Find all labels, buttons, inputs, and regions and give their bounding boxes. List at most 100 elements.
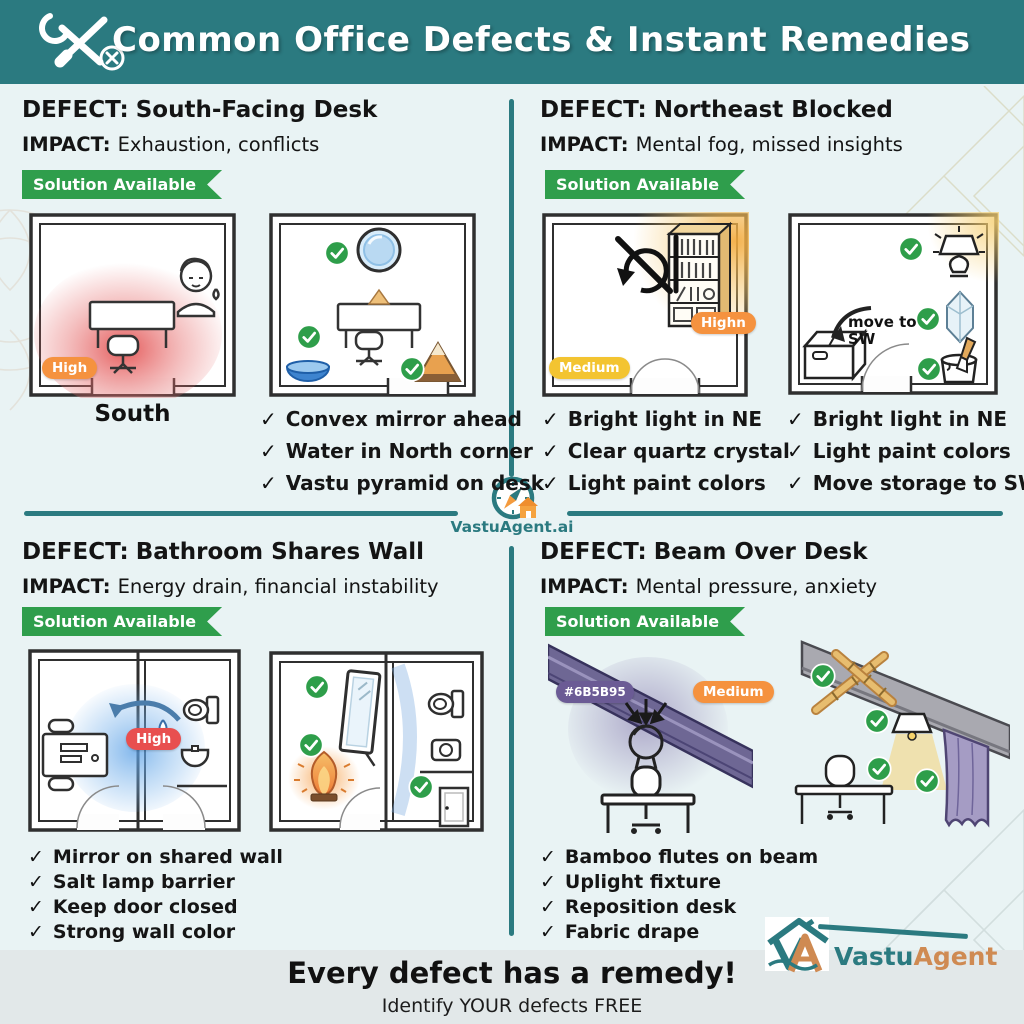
q3-remedy-list: ✓Mirror on shared wall ✓Salt lamp barrie… (28, 846, 283, 946)
q4-impact-line: IMPACT:Mental pressure, anxiety (540, 575, 878, 598)
remedy-item: ✓Clear quartz crystal (542, 439, 790, 463)
q1-defect-label: DEFECT: (22, 97, 129, 123)
desk-chair-icon (336, 302, 422, 366)
tools-icon (39, 13, 125, 71)
check-icon: ✓ (260, 407, 277, 431)
compass-logo-icon (491, 476, 538, 520)
remedy-item: ✓Convex mirror ahead (260, 407, 522, 431)
q1-impact-label: IMPACT: (22, 133, 111, 156)
quartz-crystal-icon (946, 290, 974, 344)
office-desk-topview-icon (41, 718, 109, 792)
check-icon: ✓ (540, 846, 556, 868)
q4-remedy-list: ✓Bamboo flutes on beam ✓Uplight fixture … (540, 846, 818, 946)
check-icon (304, 674, 330, 700)
check-icon (296, 324, 322, 350)
move-arrow (831, 306, 872, 339)
q2-defect-heading: DEFECT:Northeast Blocked (540, 97, 893, 123)
check-icon: ✓ (28, 846, 44, 868)
person-icon (176, 257, 220, 318)
closed-door-icon (438, 786, 470, 828)
standing-mirror-icon (338, 669, 382, 767)
remedy-item: ✓Move storage to SW (787, 471, 1024, 495)
q1-remedy-list: ✓Convex mirror ahead ✓Water in North cor… (260, 407, 544, 503)
remedy-item: ✓Reposition desk (540, 896, 737, 918)
storage-box-icon (802, 328, 868, 382)
check-icon: ✓ (28, 921, 44, 943)
check-icon: ✓ (787, 439, 804, 463)
brand-logo-roofline (817, 924, 969, 939)
q2-remedy-list-left: ✓Bright light in NE ✓Clear quartz crysta… (542, 407, 790, 503)
sink-icon (180, 745, 210, 768)
q2-remedy-list-right: ✓Bright light in NE ✓Light paint colors … (787, 407, 1024, 503)
check-icon: ✓ (28, 871, 44, 893)
check-icon (914, 768, 940, 794)
poster-title: Common Office Defects & Instant Remedies (112, 20, 971, 60)
vastu-pyramid-icon (414, 341, 462, 382)
q2-move-annotation: move to SW (848, 313, 917, 349)
q4-severity-badge: Medium (693, 681, 774, 703)
divider-horizontal-right (567, 511, 1003, 516)
q1-remedy-room-illustration (269, 213, 476, 397)
check-icon (898, 236, 924, 262)
toilet-icon (427, 689, 465, 719)
no-rotation-icon (615, 234, 679, 294)
q4-solution-ribbon: Solution Available (545, 607, 745, 636)
fabric-drape-icon (942, 728, 990, 828)
check-icon (810, 663, 836, 689)
q2-solution-ribbon: Solution Available (545, 170, 745, 199)
remedy-item: ✓Strong wall color (28, 921, 236, 943)
q3-impact-label: IMPACT: (22, 575, 111, 598)
check-icon: ✓ (787, 407, 804, 431)
q1-defect-heading: DEFECT:South-Facing Desk (22, 97, 378, 123)
brand-name-part1: Vastu (834, 942, 914, 971)
water-bowl-icon (285, 360, 331, 382)
check-icon: ✓ (260, 439, 277, 463)
divider-vertical-top (509, 99, 514, 477)
q2-defect-label: DEFECT: (540, 97, 647, 123)
q2-impact-label: IMPACT: (540, 133, 629, 156)
toilet-icon (182, 695, 220, 725)
q3-defect-heading: DEFECT:Bathroom Shares Wall (22, 539, 425, 565)
remedy-item: ✓Salt lamp barrier (28, 871, 235, 893)
q2-impact-line: IMPACT:Mental fog, missed insights (540, 133, 903, 156)
q1-impact-line: IMPACT:Exhaustion, conflicts (22, 133, 320, 156)
check-icon (916, 356, 942, 382)
check-icon: ✓ (540, 896, 556, 918)
desk-chair-icon (794, 754, 894, 824)
q4-remedy-beam-illustration (794, 640, 1010, 828)
q4-defect-label: DEFECT: (540, 539, 647, 565)
check-icon: ✓ (542, 439, 559, 463)
brand-logo-text: VastuAgent (834, 942, 997, 971)
check-icon (324, 240, 350, 266)
q3-defect-label: DEFECT: (22, 539, 129, 565)
remedy-item: ✓Bright light in NE (542, 407, 763, 431)
check-icon: ✓ (542, 471, 559, 495)
q4-impact-label: IMPACT: (540, 575, 629, 598)
remedy-item: ✓Keep door closed (28, 896, 238, 918)
check-icon: ✓ (540, 871, 556, 893)
check-icon (866, 756, 892, 782)
q4-defect-beam-illustration (548, 643, 753, 834)
footer-headline: Every defect has a remedy! (287, 956, 737, 990)
bamboo-flutes-icon (811, 649, 897, 715)
remedy-item: ✓Bright light in NE (787, 407, 1008, 431)
q1-direction-label: South (94, 401, 171, 427)
q3-severity-badge: High (126, 728, 182, 750)
header-banner: Common Office Defects & Instant Remedies (0, 0, 1024, 84)
remedy-item: ✓Vastu pyramid on desk (260, 471, 545, 495)
brand-name-center: VastuAgent.ai (450, 518, 574, 536)
remedy-item: ✓Bamboo flutes on beam (540, 846, 819, 868)
check-icon (399, 356, 425, 382)
brand-logo-monogram (767, 918, 829, 973)
check-icon: ✓ (260, 471, 277, 495)
q4-color-badge: #6B5B95 (556, 681, 634, 703)
q1-solution-ribbon: Solution Available (22, 170, 222, 199)
footer-subline: Identify YOUR defects FREE (381, 995, 643, 1017)
check-icon (298, 732, 324, 758)
remedy-item: ✓Uplight fixture (540, 871, 722, 893)
pressure-arrows (624, 699, 668, 727)
paint-bucket-icon (940, 336, 978, 384)
check-icon: ✓ (542, 407, 559, 431)
desk-pyramid-icon (367, 288, 391, 305)
